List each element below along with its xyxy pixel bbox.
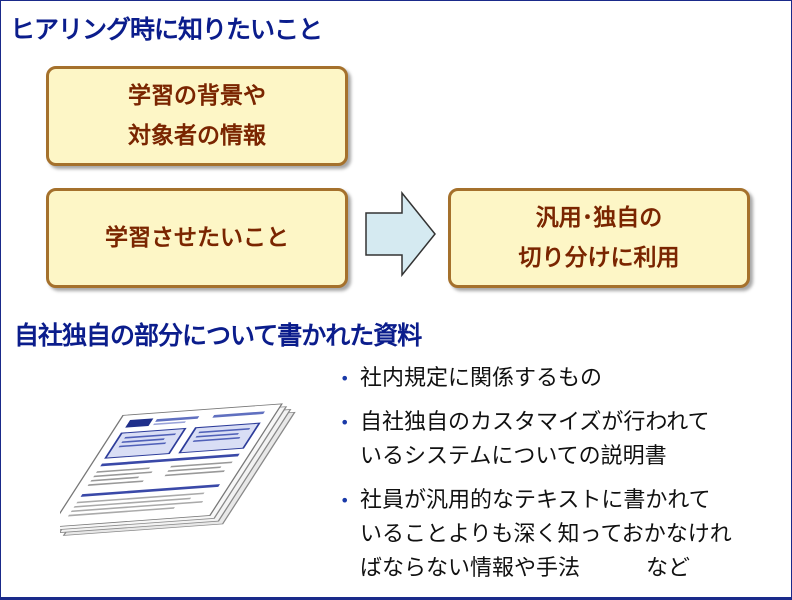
list-item: • 社員が汎用的なテキストに書かれて いることよりも深く知っておかなけれ ばなら… xyxy=(340,484,780,586)
box-learning-goals-line1: 学習させたいこと xyxy=(105,224,289,251)
list-item-text: 社員が汎用的なテキストに書かれて いることよりも深く知っておかなけれ ばならない… xyxy=(360,488,732,581)
list-item-text: 自社独自のカスタマイズが行われて いるシステムについての説明書 xyxy=(360,410,710,469)
box-background-info: 学習の背景や 対象者の情報 xyxy=(46,66,348,166)
list-item-text: 社内規定に関係するもの xyxy=(360,366,603,391)
document-stack-icon xyxy=(60,403,296,536)
list-item: • 自社独自のカスタマイズが行われて いるシステムについての説明書 xyxy=(340,406,780,474)
box-background-line1: 学習の背景や xyxy=(128,82,266,109)
bullet-icon: • xyxy=(340,369,350,388)
document-examples-list: • 社内規定に関係するもの • 自社独自のカスタマイズが行われて いるシステムに… xyxy=(340,362,780,596)
heading-hearing-items: ヒアリング時に知りたいこと xyxy=(10,15,323,44)
box-background-line2: 対象者の情報 xyxy=(128,123,266,149)
right-arrow-icon xyxy=(365,191,436,277)
box-learning-goals: 学習させたいこと xyxy=(46,188,348,288)
heading-company-documents: 自社独自の部分について書かれた資料 xyxy=(14,321,422,350)
box-result: 汎用･独自の 切り分けに利用 xyxy=(448,188,750,288)
bullet-icon: • xyxy=(340,413,350,432)
box-result-line1: 汎用･独自の xyxy=(535,204,663,231)
list-item: • 社内規定に関係するもの xyxy=(340,362,780,396)
bullet-icon: • xyxy=(340,491,350,510)
box-result-line2: 切り分けに利用 xyxy=(518,245,680,271)
